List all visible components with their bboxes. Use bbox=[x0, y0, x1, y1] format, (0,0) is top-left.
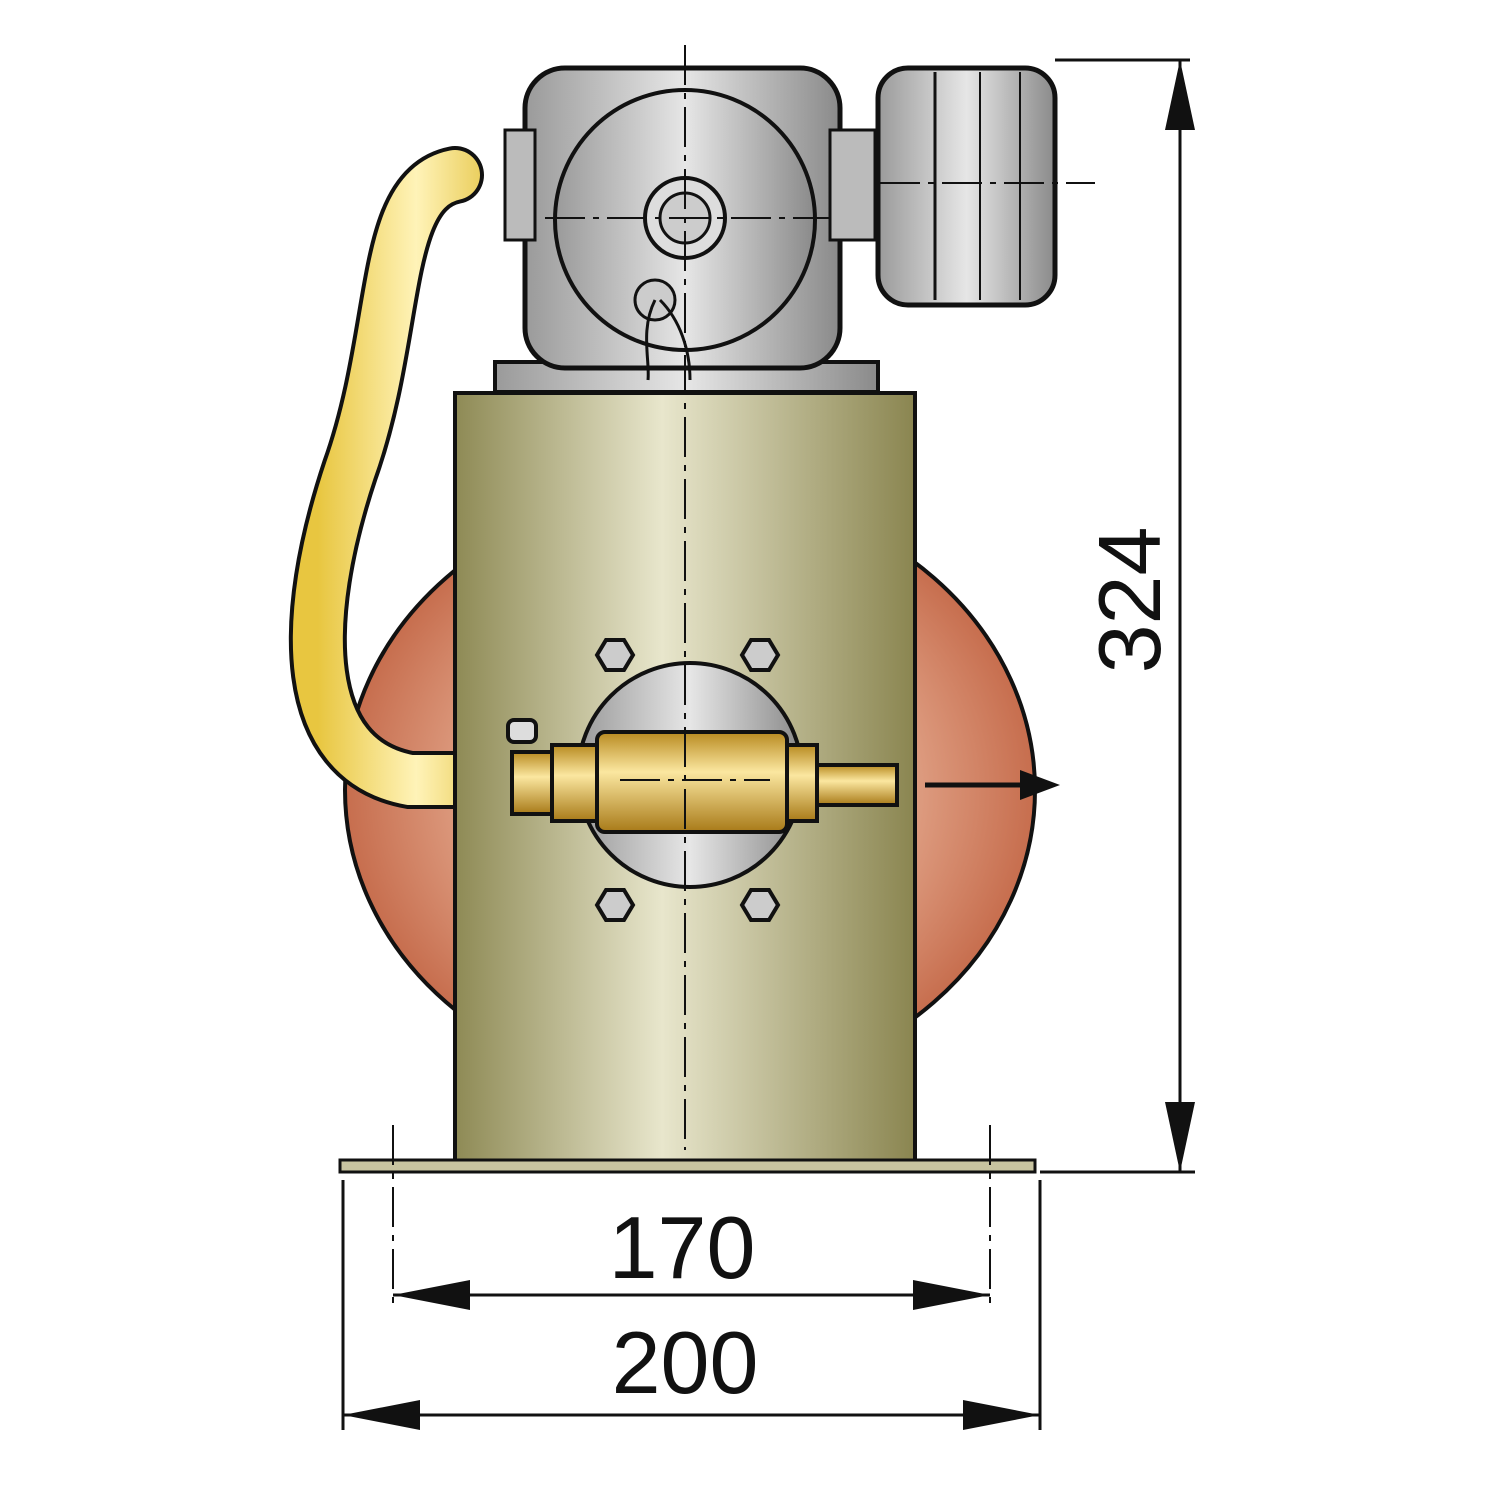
brass-fitting bbox=[506, 718, 899, 834]
hex-bolt-icon bbox=[594, 888, 636, 922]
dimension-outer-width-label: 200 bbox=[612, 1313, 759, 1412]
base-flange bbox=[338, 1158, 1037, 1174]
motor-bracket-left bbox=[503, 128, 537, 242]
dimension-inner-width-label: 170 bbox=[609, 1198, 756, 1297]
outlet-arrow-icon bbox=[925, 770, 1060, 800]
dimension-arrows bbox=[343, 60, 1195, 1430]
hex-bolt-icon bbox=[739, 888, 781, 922]
hex-bolts bbox=[594, 638, 781, 922]
motor-end-cap bbox=[875, 65, 1058, 308]
cable bbox=[645, 298, 692, 381]
hex-bolt-icon bbox=[594, 638, 636, 672]
motor-bracket-right bbox=[828, 128, 877, 242]
dimension-lines bbox=[341, 58, 1195, 1430]
hex-bolt-icon bbox=[739, 638, 781, 672]
yellow-hose bbox=[292, 150, 540, 805]
center-lines bbox=[392, 45, 1095, 1305]
dimension-height-label: 324 bbox=[1080, 527, 1179, 674]
